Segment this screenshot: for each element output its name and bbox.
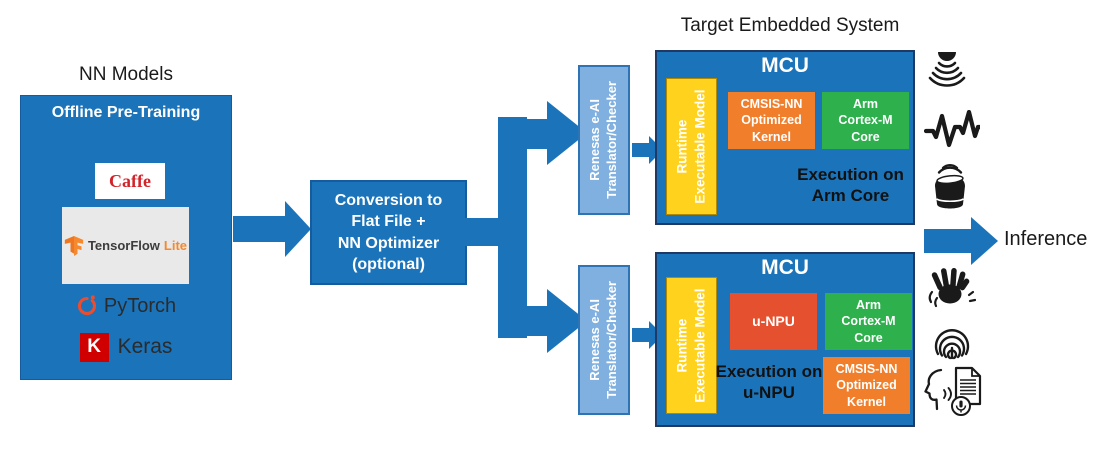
- arrow-translator-mcu-bottom-shaft: [632, 328, 649, 342]
- core-bottom-line-2: Cortex-M: [841, 314, 896, 329]
- execution-npu-note: Execution on u-NPU: [709, 361, 829, 404]
- arrow-inference-shaft: [924, 229, 971, 253]
- waveform-icon: [924, 110, 980, 148]
- arm-core-box-bottom: Arm Cortex-M Core: [825, 293, 912, 350]
- core-top-line-1: Arm: [852, 97, 878, 112]
- tensorflow-icon: [64, 235, 84, 256]
- translator-bottom-line-1: Renesas e-AI: [587, 299, 603, 381]
- runtime-top-line-2: Executable Model: [692, 89, 708, 204]
- arm-core-box-top: Arm Cortex-M Core: [822, 92, 909, 149]
- cmsis-bottom-line-2: Optimized: [836, 378, 897, 393]
- split-top-branch: [525, 119, 547, 149]
- core-bottom-line-3: Core: [854, 330, 883, 345]
- conversion-line-2: Flat File +: [351, 213, 426, 231]
- execution-npu-line-1: Execution on: [715, 362, 823, 381]
- execution-arm-line-1: Execution on: [797, 165, 904, 184]
- arrow-offline-to-conversion-shaft: [233, 216, 285, 242]
- split-bottom-branch: [525, 306, 547, 336]
- keras-logo-text: Keras: [117, 335, 173, 358]
- target-system-heading: Target Embedded System: [680, 15, 900, 36]
- arrow-inference-head: [971, 217, 998, 265]
- u-npu-label: u-NPU: [752, 313, 795, 330]
- offline-pretraining-title: Offline Pre-Training: [51, 104, 201, 121]
- split-trunk: [498, 117, 527, 338]
- cmsis-bottom-line-1: CMSIS-NN: [835, 362, 898, 377]
- runtime-top-line-1: Runtime: [674, 119, 690, 174]
- translator-box-bottom: Renesas e-AI Translator/Checker: [578, 265, 630, 415]
- tensorflow-logo-text: TensorFlow: [87, 238, 160, 253]
- cmsis-bottom-line-3: Kernel: [847, 394, 886, 409]
- arrow-translator-mcu-top-shaft: [632, 143, 649, 157]
- cmsis-kernel-box-bottom: CMSIS-NN Optimized Kernel: [823, 357, 910, 414]
- speech-to-text-icon: [924, 366, 982, 416]
- pytorch-logo: PyTorch: [62, 290, 190, 322]
- mcu-arm-title: MCU: [761, 54, 809, 77]
- translator-bottom-line-2: Translator/Checker: [604, 281, 619, 399]
- runtime-model-box-bottom: Runtime Executable Model: [666, 277, 717, 414]
- split-stub: [465, 218, 500, 246]
- u-npu-box: u-NPU: [730, 293, 817, 350]
- cmsis-top-line-2: Optimized: [741, 113, 802, 128]
- arrow-offline-to-conversion-head: [285, 201, 311, 257]
- core-bottom-line-1: Arm: [855, 298, 881, 313]
- mcu-npu-title: MCU: [761, 256, 809, 279]
- translator-box-top: Renesas e-AI Translator/Checker: [578, 65, 630, 215]
- cmsis-top-line-1: CMSIS-NN: [740, 97, 803, 112]
- sound-waves-icon: [928, 52, 966, 87]
- translator-top-line-2: Translator/Checker: [604, 81, 619, 199]
- runtime-bottom-line-2: Executable Model: [692, 288, 708, 403]
- pytorch-flame-icon: [77, 295, 96, 316]
- runtime-bottom-line-1: Runtime: [674, 318, 690, 373]
- cmsis-top-line-3: Kernel: [752, 129, 791, 144]
- pytorch-logo-text: PyTorch: [103, 294, 177, 317]
- inference-label: Inference: [1004, 228, 1088, 250]
- translator-top-line-1: Renesas e-AI: [587, 99, 603, 181]
- runtime-model-box-top: Runtime Executable Model: [666, 78, 717, 215]
- conversion-line-4: (optional): [352, 255, 425, 273]
- core-top-line-2: Cortex-M: [838, 113, 893, 128]
- keras-k-icon: K: [79, 332, 109, 362]
- tensorflow-lite-text: Lite: [163, 238, 188, 253]
- execution-npu-line-2: u-NPU: [743, 383, 795, 403]
- nn-models-heading: NN Models: [79, 64, 173, 85]
- offline-pretraining-box: Offline Pre-Training: [20, 95, 232, 380]
- caffe-logo-text: Caffe: [109, 170, 151, 191]
- execution-arm-line-2: Arm Core: [811, 186, 890, 206]
- fingerprint-icon: [934, 329, 970, 360]
- cmsis-kernel-box-top: CMSIS-NN Optimized Kernel: [728, 92, 815, 149]
- conversion-box: Conversion to Flat File + NN Optimizer (…: [310, 180, 467, 285]
- caffe-logo-card: Caffe: [95, 163, 165, 199]
- core-top-line-3: Core: [851, 129, 880, 144]
- conversion-line-3: NN Optimizer: [337, 234, 440, 252]
- execution-arm-note: Execution on Arm Core: [788, 164, 913, 207]
- keras-logo: K Keras: [62, 330, 190, 364]
- smart-speaker-icon: [935, 163, 965, 209]
- hand-gesture-icon: [928, 268, 976, 308]
- conversion-line-1: Conversion to: [334, 192, 443, 210]
